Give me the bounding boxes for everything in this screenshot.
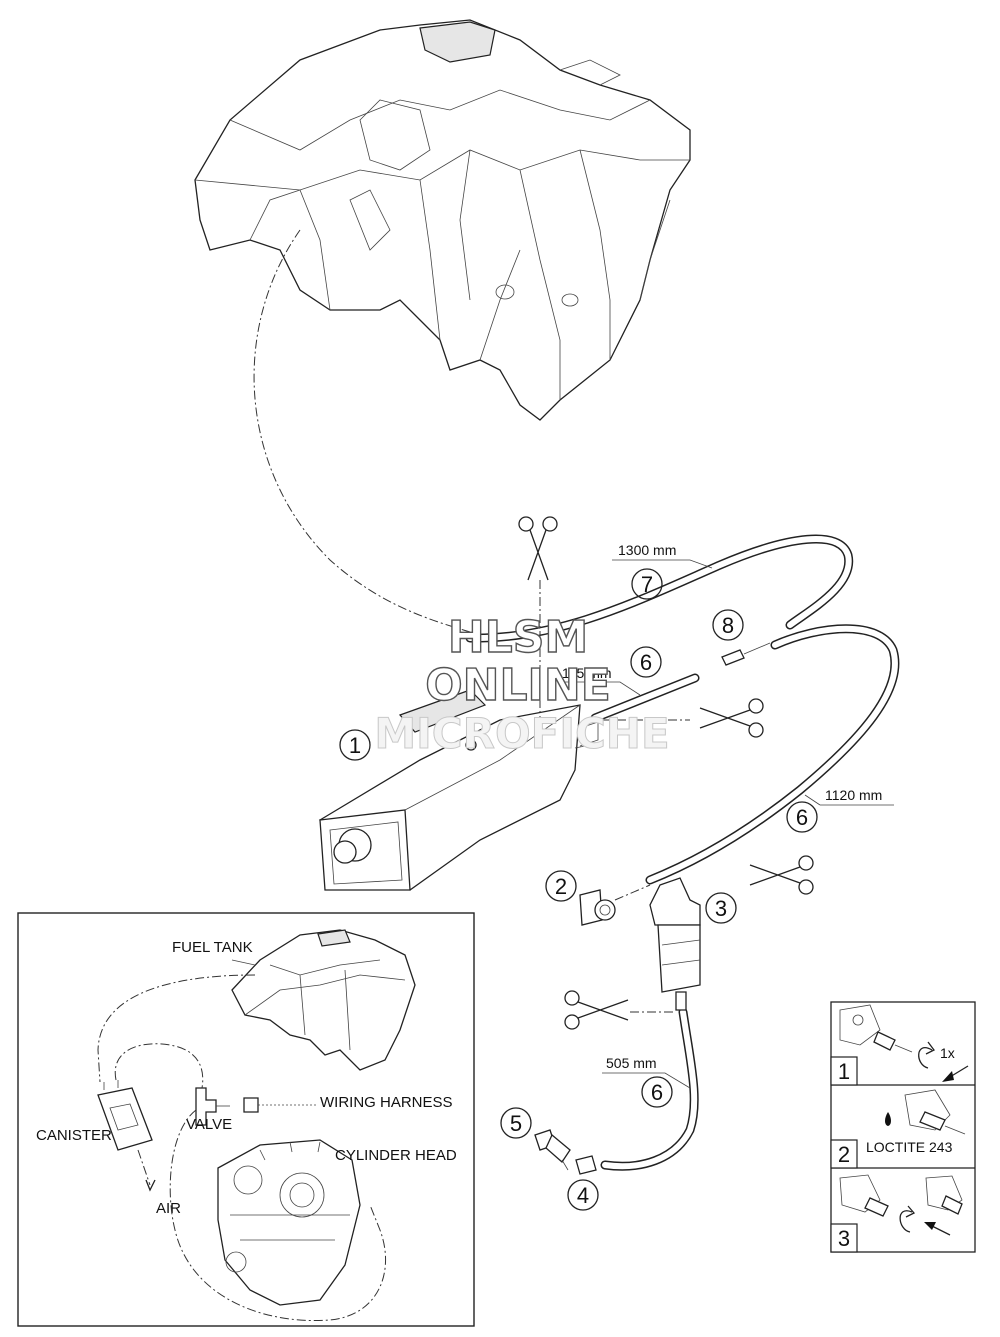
step-2: 2 LOCTITE 243 [830,1089,966,1169]
step-3: 3 [830,1174,963,1253]
callout-6a: 6 [630,646,662,678]
callout-6c: 6 [641,1076,673,1108]
svg-text:5: 5 [510,1111,522,1136]
step-1: 1 1x [830,1004,969,1086]
inset-valve-drawing [195,1087,230,1126]
inset-label-cylinder-head: CYLINDER HEAD [335,1147,457,1164]
callout-4: 4 [567,1179,599,1211]
inset-label-valve: VALVE [186,1116,232,1133]
clamp-4 [575,1155,597,1175]
callout-7: 7 [631,568,663,600]
callout-1: 1 [339,729,371,761]
callout-5: 5 [500,1107,532,1139]
callout-8: 8 [712,609,744,641]
hose-6-short [590,673,700,723]
inset-label-canister: CANISTER [36,1127,112,1144]
callout-3: 3 [705,892,737,924]
rotate-arrow-icon [899,1205,916,1233]
svg-text:6: 6 [640,650,652,675]
scissors-icon [749,855,814,895]
watermark-line1: HLSM [448,612,588,663]
dimension-1300-label: 1300 mm [618,542,676,558]
inset-fuel-tank-drawing [231,929,416,1071]
inset-label-fuel-tank: FUEL TANK [172,939,253,956]
dimension-1120-label: 1120 mm [825,787,882,803]
system-overview-inset: FUEL TANK CANISTER AIR VALVE WIRING HARN… [17,912,475,1327]
connector-8 [721,642,771,666]
svg-text:6: 6 [796,805,808,830]
inset-canister-drawing [97,1080,153,1151]
hose-6-long [645,624,900,885]
watermark-line3: MICROFICHE [374,709,669,758]
rotate-arrow-icon [918,1041,935,1069]
svg-text:7: 7 [641,572,653,597]
callout-6b: 6 [786,801,818,833]
inset-connector [243,1097,259,1113]
hose-6-505 [600,1007,699,1171]
dimension-505: 505 mm [602,1055,691,1089]
vent-route-line [253,229,471,633]
scissors-icon [699,698,764,738]
step-1-note: 1x [940,1045,955,1061]
fuel-tank-drawing [194,19,691,421]
step-2-note: LOCTITE 243 [866,1139,953,1155]
dimension-115: 115 mm [560,665,641,696]
svg-text:3: 3 [715,896,727,921]
inset-label-wiring-harness: WIRING HARNESS [320,1094,453,1111]
scissors-icon [518,516,558,581]
watermark-line2: ONLINE [425,660,611,711]
inset-label-air: AIR [156,1200,181,1217]
svg-text:2: 2 [555,874,567,899]
dimension-1300: 1300 mm [612,542,713,569]
canister-1 [318,689,599,891]
svg-text:3: 3 [838,1226,850,1251]
svg-text:1: 1 [349,733,361,758]
scissors-icon [564,990,629,1030]
valve-3 [649,877,701,1011]
dimension-1120: 1120 mm [804,787,894,806]
dimension-505-label: 505 mm [606,1055,657,1071]
clip-2 [579,884,651,926]
nipple-5 [534,1129,571,1171]
push-arrow-icon [942,1065,969,1082]
svg-text:1: 1 [838,1059,850,1084]
watermark: HLSM ONLINE MICROFICHE [374,611,670,758]
svg-text:6: 6 [651,1080,663,1105]
svg-text:2: 2 [838,1142,850,1167]
push-arrow-icon [924,1222,951,1236]
inset-cylinder-head-drawing [217,1139,361,1306]
dimension-115-label: 115 mm [562,665,612,681]
hose-7 [465,534,854,643]
svg-text:4: 4 [577,1183,589,1208]
callout-2: 2 [545,870,577,902]
glue-drop-icon [885,1112,891,1126]
assembly-steps-panel: 1 1x 2 LOCTITE 243 [830,1001,976,1253]
svg-text:8: 8 [722,613,734,638]
